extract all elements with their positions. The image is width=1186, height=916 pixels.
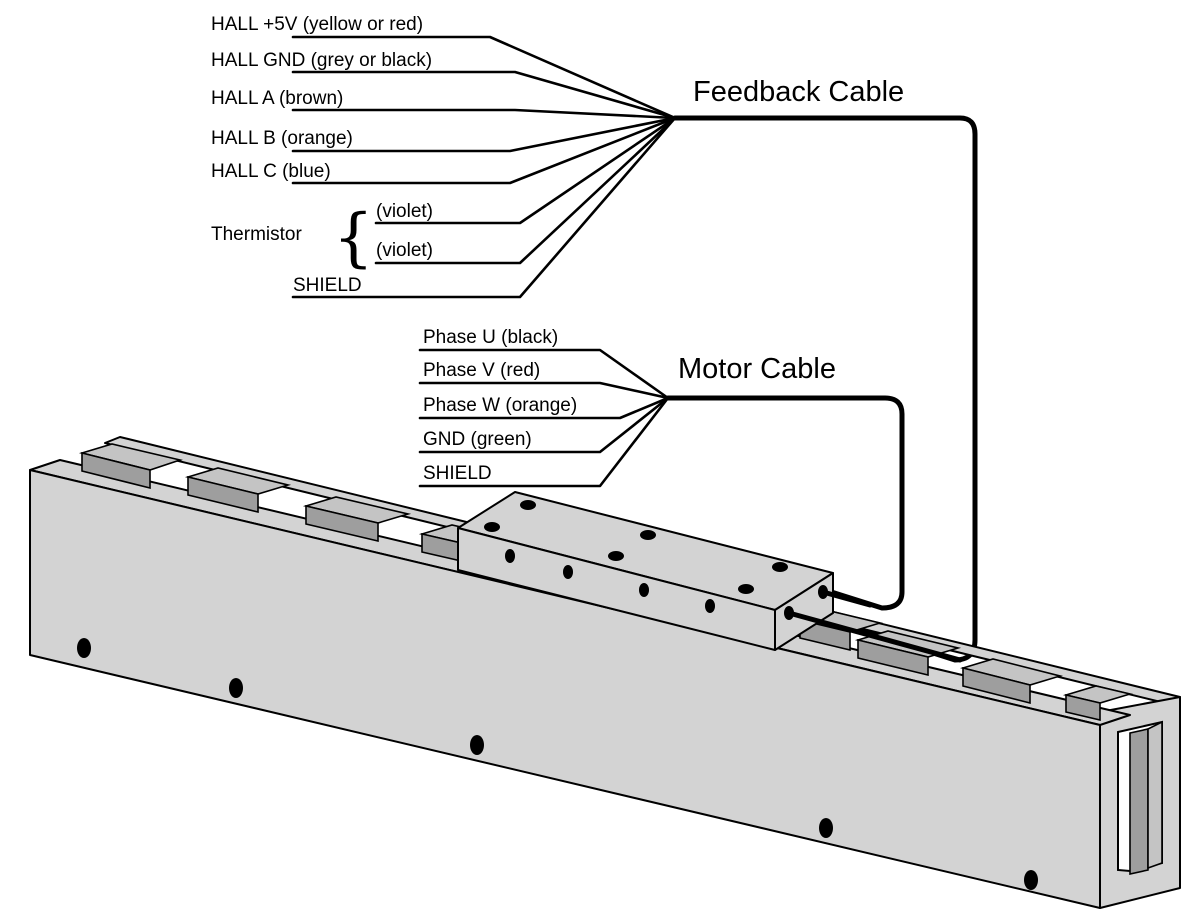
magnet xyxy=(857,638,929,677)
thermistor-label: Thermistor xyxy=(211,224,302,245)
thermistor-brace: { xyxy=(333,201,374,275)
motor-label-gnd: GND (green) xyxy=(423,429,532,450)
forcer-side-hole xyxy=(563,565,573,579)
feedback-label-hall-5v: HALL +5V (yellow or red) xyxy=(211,14,423,35)
feedback-wire-hall-a xyxy=(291,108,677,120)
motor-cable-stub xyxy=(820,589,873,608)
magnet xyxy=(962,666,1031,705)
forcer-side-hole xyxy=(705,599,715,613)
forcer-side-hole xyxy=(505,549,515,563)
feedback-wire-hall-c xyxy=(291,116,677,185)
feedback-label-shield: SHIELD xyxy=(293,275,362,296)
motor-wire-gnd xyxy=(418,396,670,454)
motor-cable xyxy=(665,395,905,611)
motor-cable-title: Motor Cable xyxy=(678,353,836,385)
feedback-label-thermistor-1: (violet) xyxy=(376,201,433,222)
rail-mounting-holes xyxy=(77,638,1038,890)
motor-label-shield: SHIELD xyxy=(423,463,492,484)
motor-labels: Motor Cable Phase U (black) Phase V (red… xyxy=(423,327,836,484)
forcer-top-hole xyxy=(738,584,754,594)
feedback-cable-stub xyxy=(786,610,963,663)
feedback-cable-title: Feedback Cable xyxy=(693,76,904,108)
magnet xyxy=(305,504,379,543)
feedback-label-thermistor-2: (violet) xyxy=(376,240,433,261)
motor-label-phase-w: Phase W (orange) xyxy=(423,395,577,416)
forcer xyxy=(457,491,834,651)
motor-wire-group xyxy=(418,348,670,488)
feedback-labels: Feedback Cable HALL +5V (yellow or red) … xyxy=(211,14,904,296)
motor-wire-phase-u xyxy=(418,348,670,400)
feedback-wire-hall-b xyxy=(291,116,677,153)
forcer-top-hole xyxy=(640,530,656,540)
rail-mounting-hole xyxy=(1024,870,1038,890)
magnet xyxy=(1065,693,1101,722)
feedback-label-hall-c: HALL C (blue) xyxy=(211,161,331,182)
rail-end-magnet-side xyxy=(1147,720,1163,870)
forcer-top-hole xyxy=(520,500,536,510)
feedback-wire-thermistor-1 xyxy=(374,116,677,225)
rail-mounting-hole xyxy=(229,678,243,698)
rail-end-magnet xyxy=(1129,728,1149,875)
magnet xyxy=(187,475,259,514)
feedback-label-hall-a: HALL A (brown) xyxy=(211,88,343,109)
feedback-label-hall-gnd: HALL GND (grey or black) xyxy=(211,50,432,71)
motor-label-phase-u: Phase U (black) xyxy=(423,327,558,348)
magnet xyxy=(81,451,151,490)
forcer-top-hole xyxy=(772,562,788,572)
feedback-wire-thermistor-2 xyxy=(374,116,677,265)
feedback-wire-hall-gnd xyxy=(291,70,677,120)
feedback-wire-shield xyxy=(291,116,677,299)
rail-mounting-hole xyxy=(77,638,91,658)
feedback-wire-group xyxy=(291,35,677,299)
motor-wire-phase-w xyxy=(418,396,670,420)
feedback-label-hall-b: HALL B (orange) xyxy=(211,128,353,149)
forcer-side-hole xyxy=(639,583,649,597)
motor-wire-shield xyxy=(418,396,670,488)
forcer-top-hole xyxy=(608,551,624,561)
feedback-wire-hall-5v xyxy=(291,35,677,120)
rail-mounting-hole xyxy=(470,735,484,755)
motor-label-phase-v: Phase V (red) xyxy=(423,360,540,381)
rail-mounting-hole xyxy=(819,818,833,838)
forcer-top-hole xyxy=(484,522,500,532)
motor-wire-phase-v xyxy=(418,381,670,400)
